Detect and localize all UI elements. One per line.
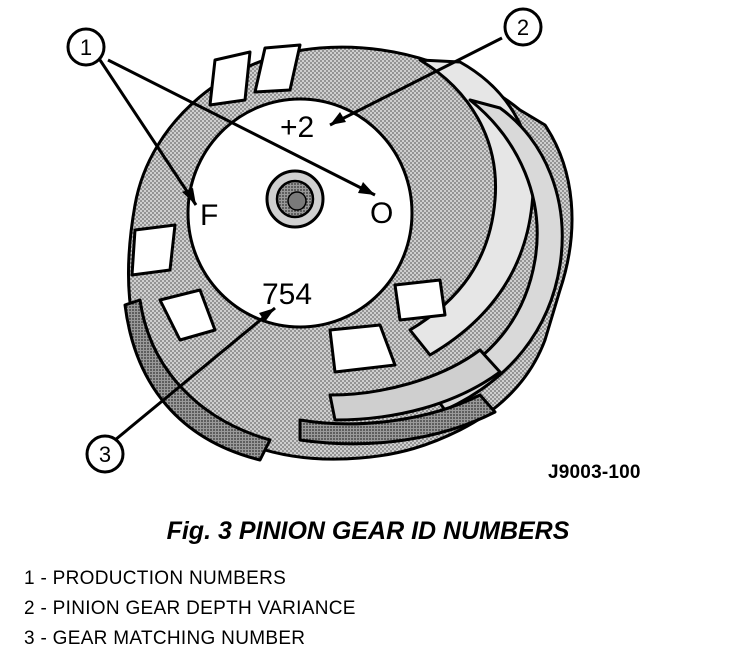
leader-lines bbox=[98, 36, 503, 442]
callout-1: 1 bbox=[66, 27, 106, 67]
gear-face bbox=[186, 97, 414, 329]
callout-2-number: 2 bbox=[517, 15, 529, 40]
callout-3: 3 bbox=[85, 434, 125, 474]
callout-2: 2 bbox=[503, 7, 543, 47]
figure-caption: Fig. 3 PINION GEAR ID NUMBERS bbox=[166, 517, 570, 545]
production-mark-o: O bbox=[370, 197, 393, 230]
depth-variance-mark: +2 bbox=[280, 111, 314, 144]
callout-1-number: 1 bbox=[80, 35, 92, 60]
reference-code: J9003-100 bbox=[548, 462, 641, 483]
legend: 1 - PRODUCTION NUMBERS 2 - PINION GEAR D… bbox=[24, 564, 356, 654]
callout-3-number: 3 bbox=[99, 442, 111, 467]
legend-item: 2 - PINION GEAR DEPTH VARIANCE bbox=[24, 598, 356, 619]
arrowheads bbox=[182, 112, 375, 322]
production-mark-f: F bbox=[200, 199, 218, 232]
legend-item: 3 - GEAR MATCHING NUMBER bbox=[24, 628, 306, 649]
pinion-gear-illustration: +2 F O 754 1 2 3 bbox=[66, 7, 574, 474]
matching-number-mark: 754 bbox=[262, 278, 312, 311]
legend-item: 1 - PRODUCTION NUMBERS bbox=[24, 568, 287, 589]
